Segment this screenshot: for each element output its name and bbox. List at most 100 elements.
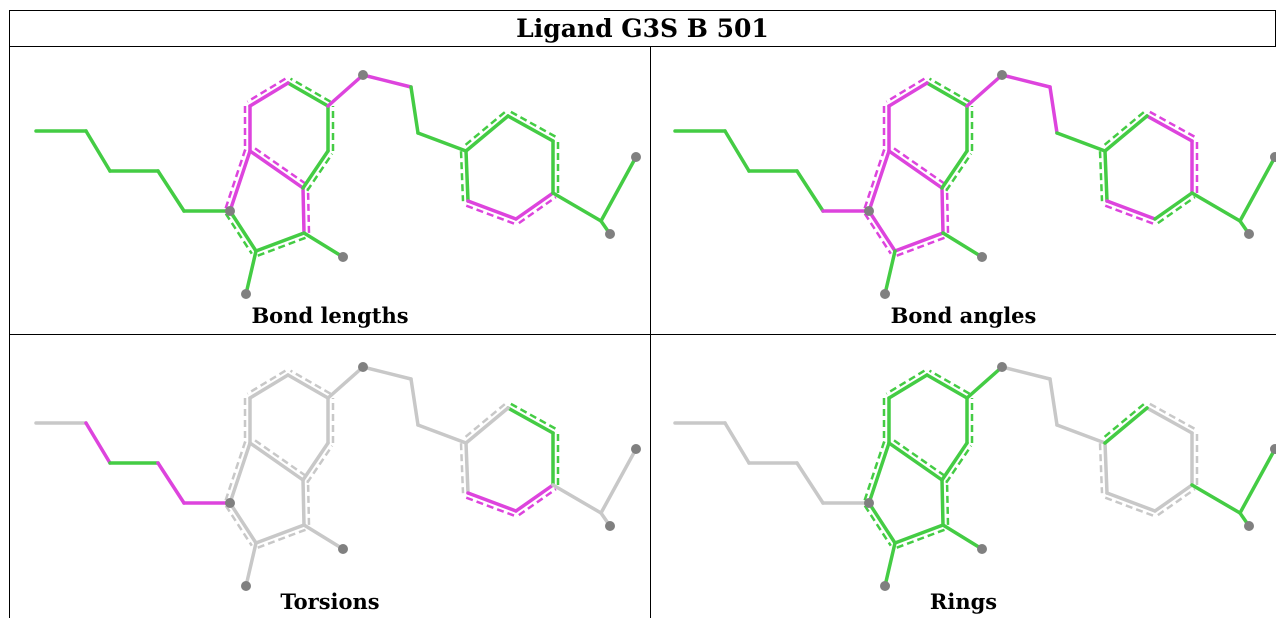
bond xyxy=(795,461,825,505)
aromatic-bond-dash xyxy=(1148,402,1196,430)
bond xyxy=(887,149,944,190)
bond xyxy=(506,114,555,143)
bond xyxy=(1000,365,1052,381)
atom-marker xyxy=(605,229,615,239)
atom-marker xyxy=(605,521,615,531)
aromatic-bond-dash xyxy=(246,77,287,103)
aromatic-bond-dash xyxy=(518,196,557,225)
bond xyxy=(301,186,306,235)
aromatic-bond-dash xyxy=(945,445,973,484)
bond xyxy=(156,461,186,505)
aromatic-bond-dash xyxy=(1148,110,1196,138)
atom-marker xyxy=(997,362,1007,372)
aromatic-bond-dash xyxy=(1157,196,1196,225)
aromatic-bond-dash xyxy=(1100,111,1145,149)
aromatic-bond-dash xyxy=(863,213,892,255)
bond xyxy=(301,149,330,190)
bond xyxy=(1105,199,1157,221)
aromatic-bond-dash xyxy=(1100,403,1145,441)
molecule-bond-angles xyxy=(673,70,1276,299)
bond xyxy=(248,81,290,108)
bond xyxy=(228,501,258,545)
bond xyxy=(301,441,330,482)
panel-rings: Rings xyxy=(651,335,1276,618)
bond xyxy=(965,73,1004,108)
atom-marker xyxy=(1270,444,1276,454)
column-divider xyxy=(650,46,651,618)
bond xyxy=(1153,191,1194,221)
bond xyxy=(723,421,751,465)
panel-bond-angles: Bond angles xyxy=(651,47,1276,334)
atom-marker xyxy=(338,544,348,554)
bond xyxy=(1190,191,1242,223)
bond xyxy=(228,209,258,253)
bond xyxy=(940,149,969,190)
aromatic-bond-dash xyxy=(891,437,946,477)
aromatic-bond-dash xyxy=(509,402,557,430)
atom-marker xyxy=(997,70,1007,80)
bond xyxy=(599,447,638,515)
aromatic-bond-dash xyxy=(896,236,946,257)
bond xyxy=(867,149,891,213)
bond xyxy=(883,541,897,588)
atom-marker xyxy=(241,581,251,591)
bond xyxy=(1103,406,1149,445)
molecule-bond-lengths xyxy=(34,70,641,299)
aromatic-bond-dash xyxy=(289,369,332,395)
atom-marker xyxy=(358,70,368,80)
caption-bond-lengths: Bond lengths xyxy=(251,303,409,328)
atom-marker xyxy=(1244,521,1254,531)
bond xyxy=(1153,483,1194,513)
bond xyxy=(1055,423,1107,445)
bond xyxy=(464,406,510,445)
atom-marker xyxy=(631,152,641,162)
caption-rings: Rings xyxy=(929,589,998,614)
caption-bond-angles: Bond angles xyxy=(890,303,1037,328)
bond xyxy=(1103,149,1109,203)
bond xyxy=(1145,406,1194,435)
bond xyxy=(1055,131,1107,153)
bond xyxy=(409,377,420,427)
aromatic-bond-dash xyxy=(257,236,307,257)
bond xyxy=(302,523,345,551)
bond xyxy=(464,149,470,203)
bond xyxy=(301,478,306,527)
bond xyxy=(409,85,420,135)
bond xyxy=(248,149,305,190)
atom-marker xyxy=(864,498,874,508)
bond xyxy=(795,169,825,213)
bond xyxy=(1190,483,1242,515)
aromatic-bond-dash xyxy=(459,443,465,494)
bond xyxy=(84,129,112,173)
atom-marker xyxy=(241,289,251,299)
bond xyxy=(551,191,603,223)
bond xyxy=(1048,377,1059,427)
atom-marker xyxy=(880,581,890,591)
aromatic-bond-dash xyxy=(928,369,971,395)
atom-marker xyxy=(1244,229,1254,239)
aromatic-bond-dash xyxy=(224,213,253,255)
aromatic-bond-dash xyxy=(945,187,950,233)
aromatic-bond-dash xyxy=(459,151,465,202)
atom-marker xyxy=(864,206,874,216)
aromatic-bond-dash xyxy=(518,488,557,517)
atom-marker xyxy=(977,252,987,262)
molecule-torsions xyxy=(34,362,641,591)
bond xyxy=(248,373,290,400)
bond xyxy=(244,541,258,588)
aromatic-bond-dash xyxy=(945,479,950,525)
bond xyxy=(867,501,897,545)
title-divider xyxy=(9,46,1276,47)
bond xyxy=(867,209,897,253)
aromatic-bond-dash xyxy=(306,187,311,233)
bond xyxy=(1000,73,1052,89)
aromatic-bond-dash xyxy=(289,77,332,103)
bond xyxy=(1048,85,1059,135)
bond xyxy=(514,191,555,221)
aromatic-bond-dash xyxy=(896,528,946,549)
aromatic-bond-dash xyxy=(246,369,287,395)
bond xyxy=(925,81,969,108)
aromatic-bond-dash xyxy=(461,403,506,441)
bond xyxy=(466,491,518,513)
bond xyxy=(416,131,468,153)
